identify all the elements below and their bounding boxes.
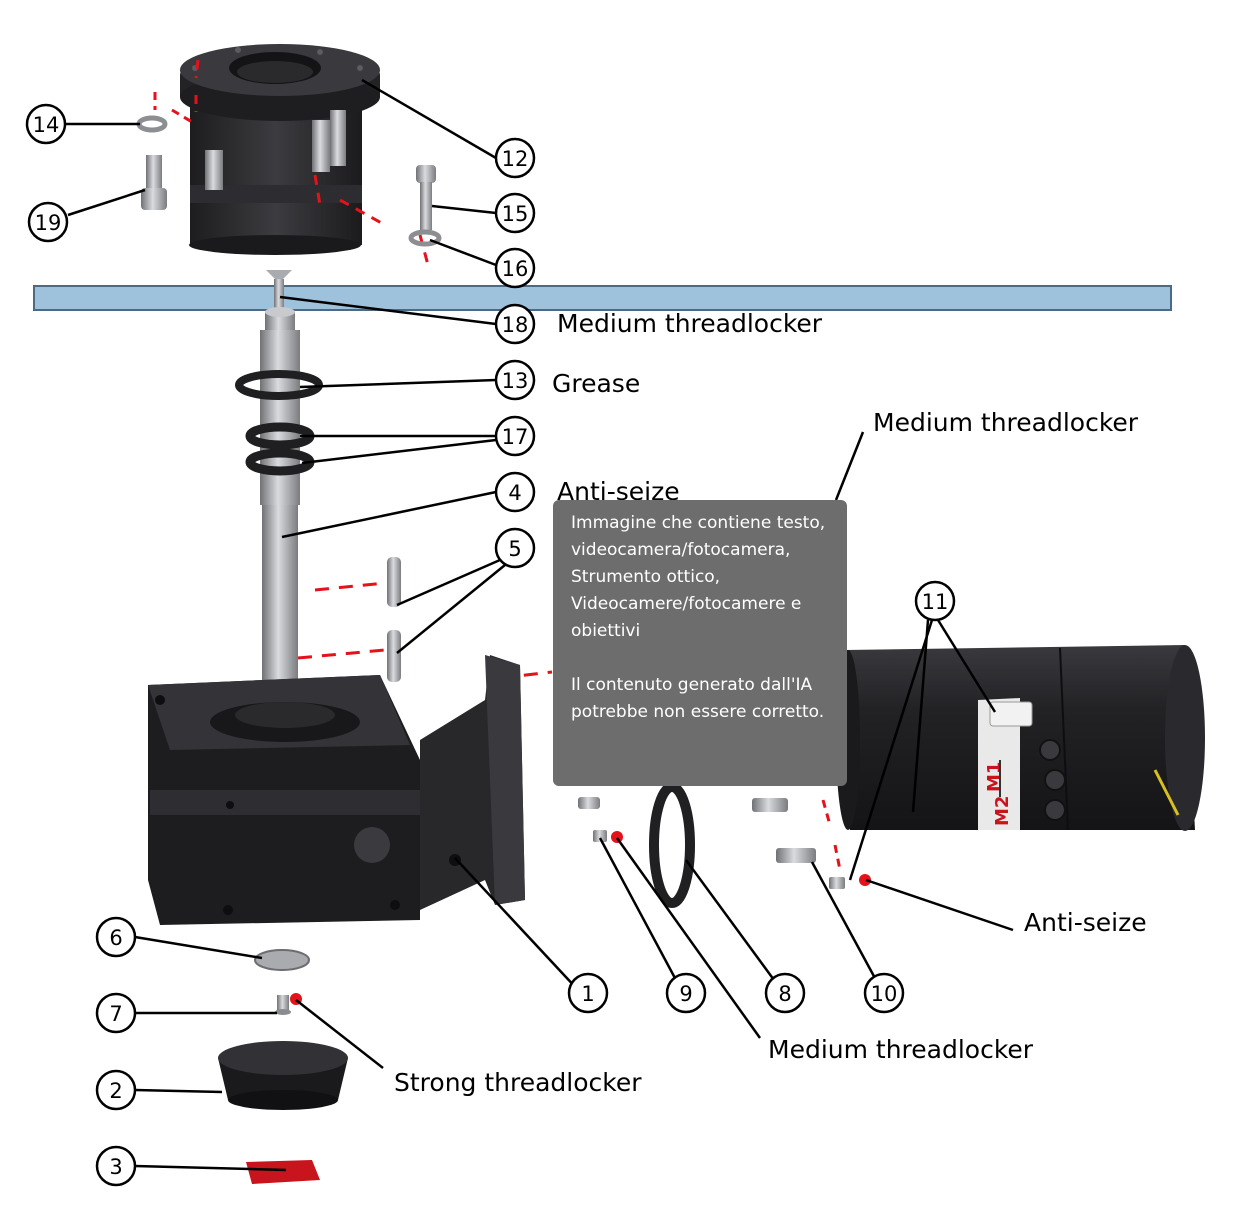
note-medium-threadlocker-9: Medium threadlocker: [768, 1035, 1034, 1064]
note-medium-threadlocker-top: Medium threadlocker: [873, 408, 1139, 437]
svg-text:19: 19: [35, 211, 62, 235]
part-7-screw: [275, 995, 291, 1015]
callout-9: 9: [665, 972, 707, 1014]
callout-19: 19: [27, 201, 69, 243]
svg-text:13: 13: [502, 369, 529, 393]
mounting-plate: [33, 285, 1172, 311]
part-8-gasket: [649, 782, 695, 908]
svg-text:6: 6: [109, 926, 122, 950]
svg-text:9: 9: [679, 982, 692, 1006]
tooltip-description: Immagine che contiene testo, videocamera…: [571, 513, 826, 641]
callout-2: 2: [95, 1069, 137, 1111]
svg-text:3: 3: [109, 1155, 122, 1179]
callout-16: 16: [494, 247, 536, 289]
svg-text:12: 12: [502, 147, 529, 171]
part-12-flange-adapter: [180, 44, 380, 255]
assembly-dash: [821, 799, 842, 871]
application-dot-medium-threadlocker: [611, 831, 623, 843]
part-19-screw: [141, 155, 167, 210]
part-4-shaft: [260, 307, 300, 711]
part-6-washer-plate: [254, 949, 310, 971]
callout-17: 17: [494, 415, 536, 457]
callout-13: 13: [494, 359, 536, 401]
svg-text:2: 2: [109, 1079, 122, 1103]
application-dot-anti-seize: [859, 874, 871, 886]
callout-3: 3: [95, 1145, 137, 1187]
assembly-dash: [313, 174, 430, 266]
svg-text:17: 17: [502, 425, 529, 449]
svg-text:7: 7: [109, 1002, 122, 1026]
part-14-washer: [136, 115, 168, 133]
note-strong-threadlocker-7: Strong threadlocker: [394, 1068, 642, 1097]
assembly-dash: [194, 59, 200, 112]
part-10-screws: [752, 798, 845, 889]
svg-text:11: 11: [922, 590, 949, 614]
tooltip-disclaimer: Il contenuto generato dall'IA potrebbe n…: [571, 675, 825, 722]
svg-text:15: 15: [502, 202, 529, 226]
svg-text:14: 14: [33, 113, 60, 137]
callout-6: 6: [95, 916, 137, 958]
part-13-oring: [235, 370, 323, 400]
callout-11: 11: [914, 580, 956, 622]
callout-10: 10: [863, 972, 905, 1014]
svg-text:5: 5: [508, 537, 521, 561]
svg-text:4: 4: [508, 481, 521, 505]
callout-12: 12: [494, 137, 536, 179]
part-5-key-lower: [387, 630, 401, 682]
svg-text:8: 8: [778, 982, 791, 1006]
callout-15: 15: [494, 192, 536, 234]
svg-text:1: 1: [581, 982, 594, 1006]
assembly-dash: [153, 92, 193, 124]
callout-4: 4: [494, 471, 536, 513]
part-16-washer: [408, 229, 442, 247]
part-15-screw: [416, 165, 436, 230]
part-9-screws: [578, 797, 607, 842]
svg-text:16: 16: [502, 257, 529, 281]
alt-text-tooltip: Immagine che contiene testo, videocamera…: [553, 500, 847, 786]
callout-1: 1: [567, 972, 609, 1014]
svg-text:M1: M1: [984, 762, 1005, 792]
svg-text:18: 18: [502, 313, 529, 337]
leader-lines: [66, 78, 1014, 1172]
svg-text:10: 10: [871, 982, 898, 1006]
callout-18: 18: [494, 303, 536, 345]
part-18-countersunk-screw: [266, 270, 292, 309]
callout-8: 8: [764, 972, 806, 1014]
part-3-label-tag: [246, 1160, 320, 1184]
svg-text:M2: M2: [992, 796, 1013, 826]
part-1-gearbox: [148, 655, 525, 925]
note-grease-13: Grease: [552, 369, 640, 398]
part-2-cap: [218, 1041, 348, 1110]
note-medium-threadlocker-18: Medium threadlocker: [557, 309, 823, 338]
callout-14: 14: [25, 103, 67, 145]
part-11-motor: [836, 645, 1205, 831]
callout-7: 7: [95, 992, 137, 1034]
motor-marking-m2: M2: [992, 796, 1013, 826]
callout-5: 5: [494, 527, 536, 569]
motor-marking-m1: M1: [984, 762, 1005, 792]
part-5-key-upper: [387, 557, 401, 607]
note-anti-seize-10: Anti-seize: [1024, 908, 1147, 937]
